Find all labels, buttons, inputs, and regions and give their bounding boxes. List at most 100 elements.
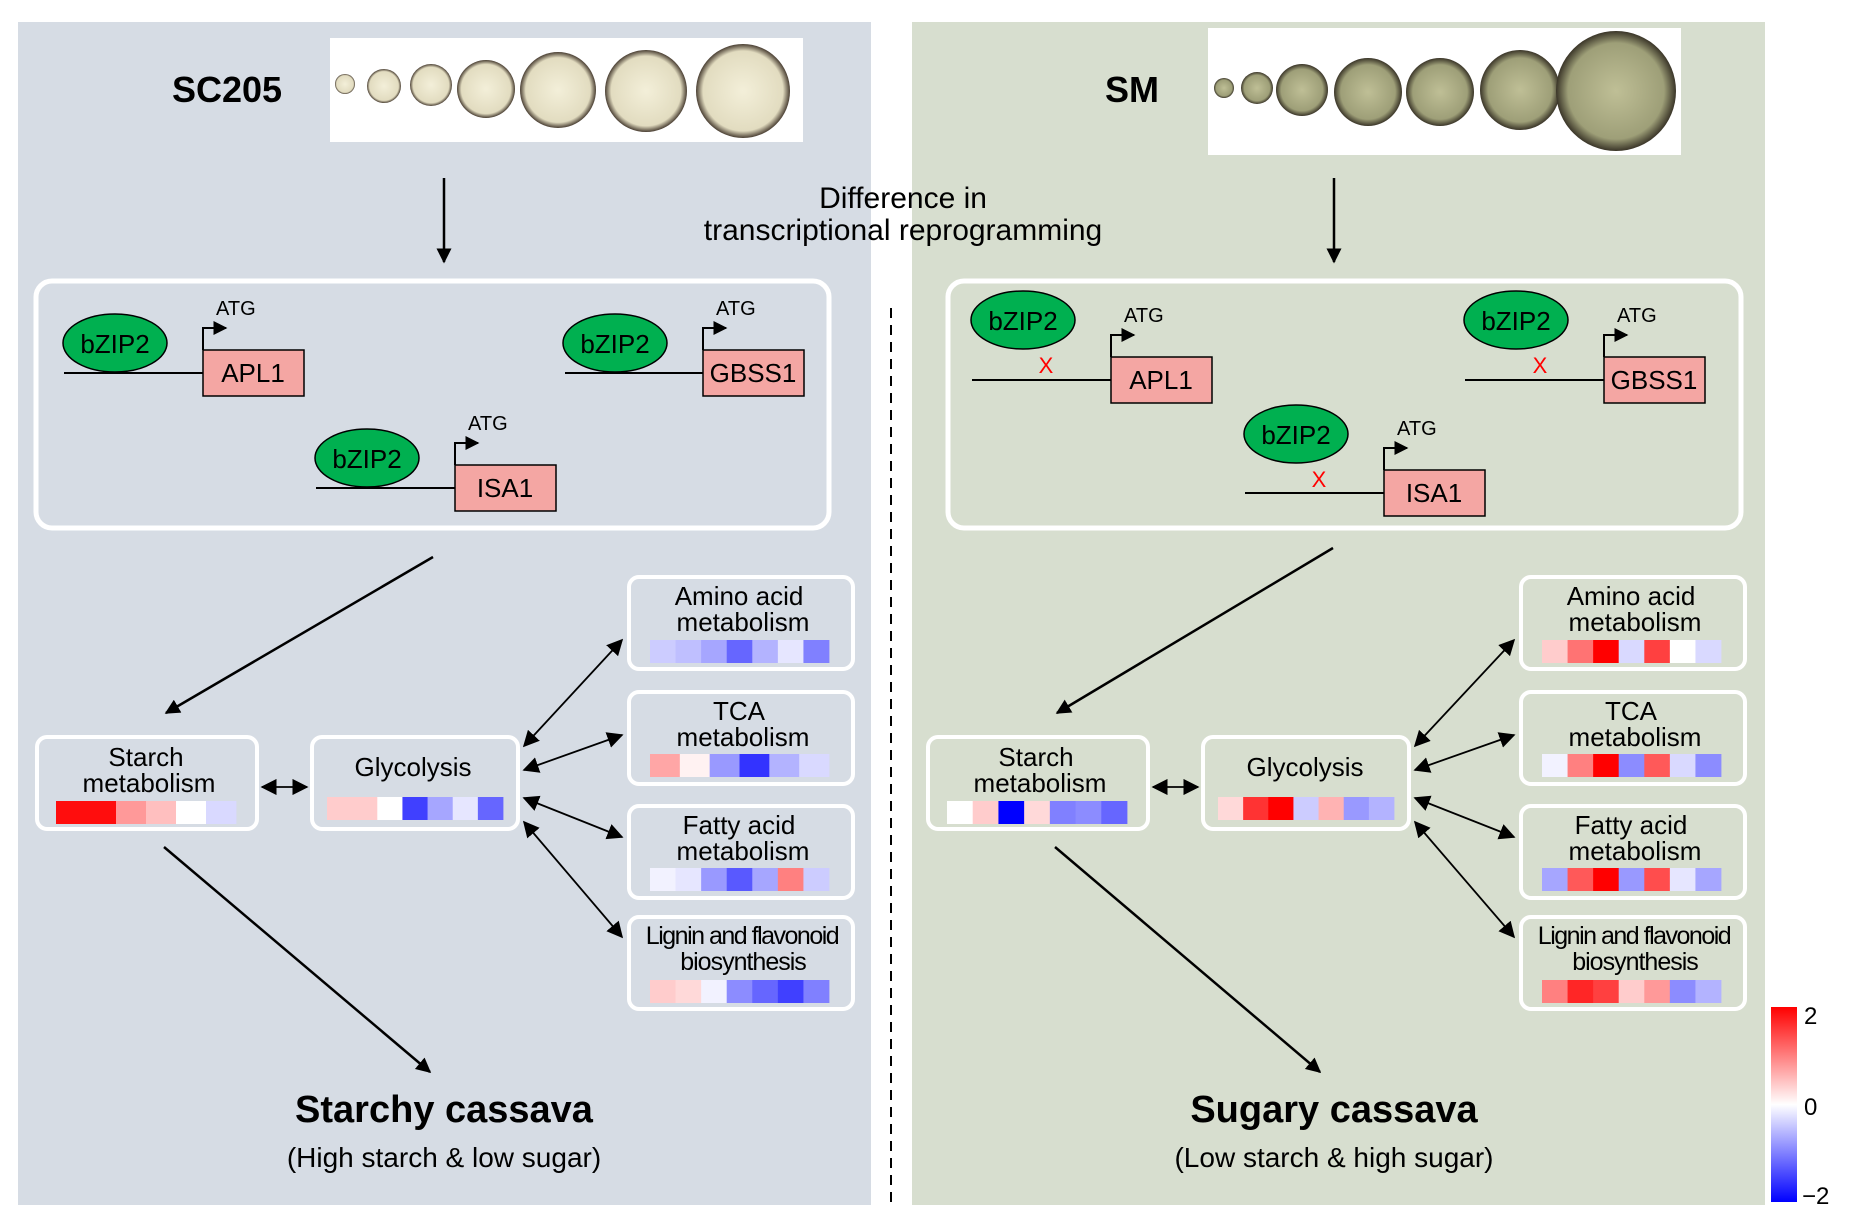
center-caption-line1: Difference in (819, 182, 987, 215)
heatmap-cell (1542, 980, 1568, 1003)
heatmap-cell (86, 801, 117, 824)
fatty-node-label-1: Fatty acid (1575, 810, 1688, 840)
fatty-acid-node (1519, 804, 1747, 900)
apl1-gene-box (202, 349, 305, 397)
heatmap-cell (777, 640, 804, 663)
heatmap-cell (1669, 640, 1696, 663)
apl1-label: APL1 (221, 358, 285, 388)
apl1-gene-box (1110, 356, 1213, 404)
color-scale-max: 2 (1804, 1003, 1817, 1030)
apl1-label: APL1 (1129, 365, 1193, 395)
heatmap-cell (1669, 868, 1696, 891)
heatmap-cell (679, 754, 711, 777)
heatmap-cell (769, 754, 800, 777)
heatmap-cell (777, 980, 804, 1003)
heatmap-cell (675, 868, 702, 891)
amino-acid-node (627, 575, 855, 671)
heatmap-cell (1075, 801, 1102, 824)
gbss1-label: GBSS1 (1611, 365, 1698, 395)
heatmap-cell (650, 980, 676, 1003)
heatmap-cell (650, 640, 676, 663)
heatmap-cell (1618, 640, 1645, 663)
blocked-mark: X (1533, 353, 1548, 378)
heatmap-cell (1049, 801, 1076, 824)
heatmap-cell (675, 640, 702, 663)
atg-label: ATG (468, 413, 508, 435)
heatmap-cell (1669, 754, 1696, 777)
bzip2-label: bZIP2 (80, 329, 149, 359)
heatmap-cell (1542, 640, 1568, 663)
tca-node (627, 690, 855, 786)
glycolysis-node (1201, 735, 1411, 831)
isa1-label: ISA1 (1406, 478, 1462, 508)
fatty-acid-heatmap (1542, 868, 1722, 891)
heatmap-cell (1644, 754, 1671, 777)
heatmap-cell (1218, 797, 1244, 820)
lignin-node-label-2: biosynthesis (1572, 948, 1698, 976)
heatmap-cell (752, 868, 779, 891)
gbss1-gene-box (702, 349, 805, 397)
bzip2-factor (1243, 404, 1349, 464)
heatmap-cell (1024, 801, 1051, 824)
starch-node-label-2: metabolism (974, 768, 1107, 798)
heatmap-cell (650, 868, 676, 891)
heatmap-cell (427, 797, 454, 820)
heatmap-cell (998, 801, 1025, 824)
heatmap-cell (1695, 640, 1722, 663)
heatmap-cell (1368, 797, 1395, 820)
fatty-acid-node (627, 804, 855, 900)
right-root-photo (1208, 28, 1681, 155)
bzip2-factor (562, 313, 668, 373)
tca-node-label-1: TCA (1605, 696, 1658, 726)
heatmap-cell (1593, 754, 1620, 777)
atg-label: ATG (716, 298, 756, 320)
fatty-node-label-1: Fatty acid (683, 810, 796, 840)
bzip2-label: bZIP2 (1481, 306, 1550, 336)
lignin-node (627, 915, 855, 1011)
left-regulation-box (33, 278, 832, 531)
tca-heatmap (650, 754, 830, 777)
heatmap-cell (1567, 980, 1594, 1003)
bzip2-label: bZIP2 (1261, 420, 1330, 450)
left-root-photo (330, 38, 803, 142)
heatmap-cell (206, 801, 237, 824)
starch-heatmap (56, 801, 237, 824)
heatmap-cell (803, 868, 830, 891)
atg-label: ATG (1617, 305, 1657, 327)
heatmap-cell (701, 640, 728, 663)
heatmap-cell (650, 754, 681, 777)
lignin-node-label-1: Lignin and flavonoid (1538, 922, 1731, 950)
isa1-gene-box (454, 464, 557, 512)
heatmap-cell (1101, 801, 1128, 824)
glycolysis-node (310, 735, 520, 831)
blocked-mark: X (1312, 467, 1327, 492)
left-gbss1-construct: bZIP2 ATG GBSS1 (562, 298, 805, 397)
right-regulation-box (945, 278, 1744, 531)
heatmap-cell (1695, 980, 1722, 1003)
heatmap-cell (1695, 754, 1722, 777)
right-outcome-title: Sugary cassava (1190, 1089, 1478, 1131)
heatmap-cell (402, 797, 428, 820)
right-outcome-subtitle: (Low starch & high sugar) (1174, 1142, 1493, 1173)
color-scale-mid: 0 (1804, 1094, 1817, 1121)
heatmap-cell (1618, 980, 1645, 1003)
bzip2-factor (314, 428, 420, 488)
heatmap-cell (1318, 797, 1345, 820)
amino-node-label-2: metabolism (677, 607, 810, 637)
heatmap-cell (709, 754, 740, 777)
left-outcome-title: Starchy cassava (295, 1089, 594, 1131)
blocked-mark: X (1039, 353, 1054, 378)
heatmap-cell (146, 801, 177, 824)
heatmap-cell (1644, 868, 1671, 891)
heatmap-cell (56, 801, 87, 824)
heatmap-cell (1618, 754, 1645, 777)
glycolysis-node-label: Glycolysis (354, 752, 471, 782)
heatmap-cell (1593, 640, 1620, 663)
heatmap-cell (116, 801, 147, 824)
starch-node-label-1: Starch (108, 742, 183, 772)
gbss1-label: GBSS1 (710, 358, 797, 388)
color-scale-min: −2 (1802, 1183, 1829, 1210)
left-isa1-construct: bZIP2 ATG ISA1 (314, 413, 557, 512)
heatmap-cell (1343, 797, 1370, 820)
heatmap-cell (1293, 797, 1319, 820)
